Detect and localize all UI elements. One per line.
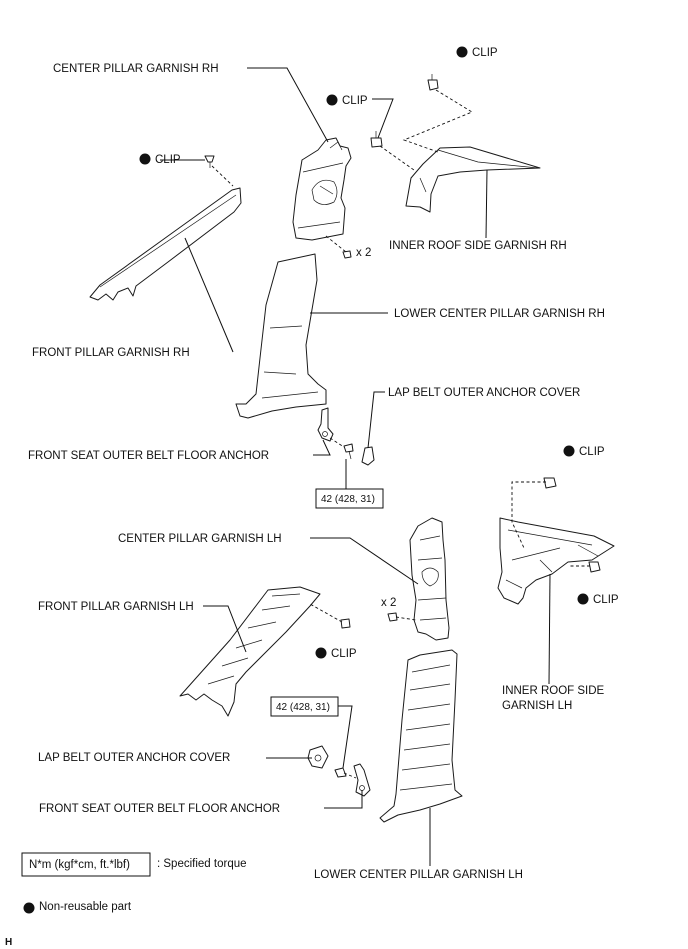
torque-box-upper — [315, 488, 384, 509]
label-front-pillar-garnish-lh: FRONT PILLAR GARNISH LH — [38, 601, 194, 613]
guide-screw-center-pillar-rh — [325, 235, 347, 253]
label-clip-inner-roof-rh: CLIP — [472, 47, 498, 59]
non-reusable-marker — [456, 46, 468, 58]
inner-roof-side-garnish-rh — [405, 146, 541, 213]
label-lap-belt-cover-lower: LAP BELT OUTER ANCHOR COVER — [38, 752, 230, 764]
legend-torque-text: : Specified torque — [157, 858, 247, 870]
bolt-upper — [343, 443, 354, 460]
label-floor-anchor-lower: FRONT SEAT OUTER BELT FLOOR ANCHOR — [39, 803, 280, 815]
screw-center-pillar-lh — [387, 612, 398, 622]
screw-center-pillar-rh — [342, 250, 352, 259]
label-lower-center-pillar-garnish-rh: LOWER CENTER PILLAR GARNISH RH — [394, 308, 605, 320]
guide-clip-inner-roof-rh — [402, 89, 473, 153]
guide-bolt-upper — [329, 437, 345, 448]
inner-roof-side-garnish-lh — [497, 517, 615, 605]
label-qty-center-pillar-lh: x 2 — [381, 597, 396, 609]
label-lap-belt-cover-upper: LAP BELT OUTER ANCHOR COVER — [388, 387, 580, 399]
guide-clip-front-pillar-rh — [211, 165, 234, 187]
corner-mark: H — [5, 937, 12, 948]
label-lower-center-pillar-garnish-lh: LOWER CENTER PILLAR GARNISH LH — [314, 869, 523, 881]
clip-front-pillar-lh — [340, 618, 351, 629]
torque-value-lower: 42 (428, 31) — [276, 702, 330, 713]
label-inner-roof-side-garnish-rh: INNER ROOF SIDE GARNISH RH — [389, 240, 567, 252]
non-reusable-marker — [315, 647, 327, 659]
floor-anchor-lower — [353, 763, 371, 797]
floor-anchor-upper — [317, 407, 334, 442]
label-clip-inner-roof-lh-side: CLIP — [593, 594, 619, 606]
clip-front-pillar-rh — [204, 155, 215, 168]
label-clip-front-pillar-rh: CLIP — [155, 154, 181, 166]
label-front-pillar-garnish-rh: FRONT PILLAR GARNISH RH — [32, 347, 190, 359]
clip-center-pillar-rh — [370, 131, 383, 148]
clip-inner-roof-rh — [427, 74, 439, 91]
label-clip-front-pillar-lh: CLIP — [331, 648, 357, 660]
guide-screw-center-pillar-lh — [395, 616, 417, 621]
legend-non-reusable-marker — [23, 902, 35, 914]
label-floor-anchor-upper: FRONT SEAT OUTER BELT FLOOR ANCHOR — [28, 450, 269, 462]
label-qty-center-pillar-rh: x 2 — [356, 247, 371, 259]
front-pillar-garnish-lh — [179, 586, 321, 717]
torque-box-lower — [270, 696, 339, 717]
non-reusable-marker — [326, 94, 338, 106]
torque-value-upper: 42 (428, 31) — [321, 494, 375, 505]
label-center-pillar-garnish-rh: CENTER PILLAR GARNISH RH — [53, 63, 219, 75]
guide-clip-front-pillar-lh — [309, 603, 343, 623]
guide-clip-inner-roof-lh — [511, 481, 546, 549]
legend-non-reusable-text: Non-reusable part — [39, 901, 132, 913]
lower-center-pillar-garnish-rh — [235, 253, 327, 419]
guide-clip-center-pillar-rh — [379, 145, 415, 171]
bolt-lower — [334, 767, 347, 778]
non-reusable-marker — [563, 445, 575, 457]
lap-belt-cover-lower — [307, 745, 329, 769]
clip-inner-roof-lh-upper — [543, 477, 557, 489]
lower-center-pillar-garnish-lh — [379, 649, 463, 823]
legend-torque-box — [21, 852, 151, 877]
lap-belt-cover-upper — [361, 446, 375, 466]
front-pillar-garnish-rh — [89, 187, 242, 301]
guide-bolt-lower — [343, 772, 357, 779]
legend-torque-units: N*m (kgf*cm, ft.*lbf) — [29, 859, 130, 871]
label-clip-center-pillar-rh: CLIP — [342, 95, 368, 107]
non-reusable-marker — [577, 593, 589, 605]
label-inner-roof-side-garnish-lh-2: GARNISH LH — [502, 700, 572, 712]
label-inner-roof-side-garnish-lh-1: INNER ROOF SIDE — [502, 685, 605, 697]
center-pillar-garnish-rh — [292, 137, 352, 241]
non-reusable-marker — [139, 153, 151, 165]
center-pillar-garnish-lh — [409, 517, 450, 641]
label-clip-inner-roof-lh-upper: CLIP — [579, 446, 605, 458]
label-center-pillar-garnish-lh: CENTER PILLAR GARNISH LH — [118, 533, 282, 545]
clip-inner-roof-lh-side — [588, 561, 601, 573]
